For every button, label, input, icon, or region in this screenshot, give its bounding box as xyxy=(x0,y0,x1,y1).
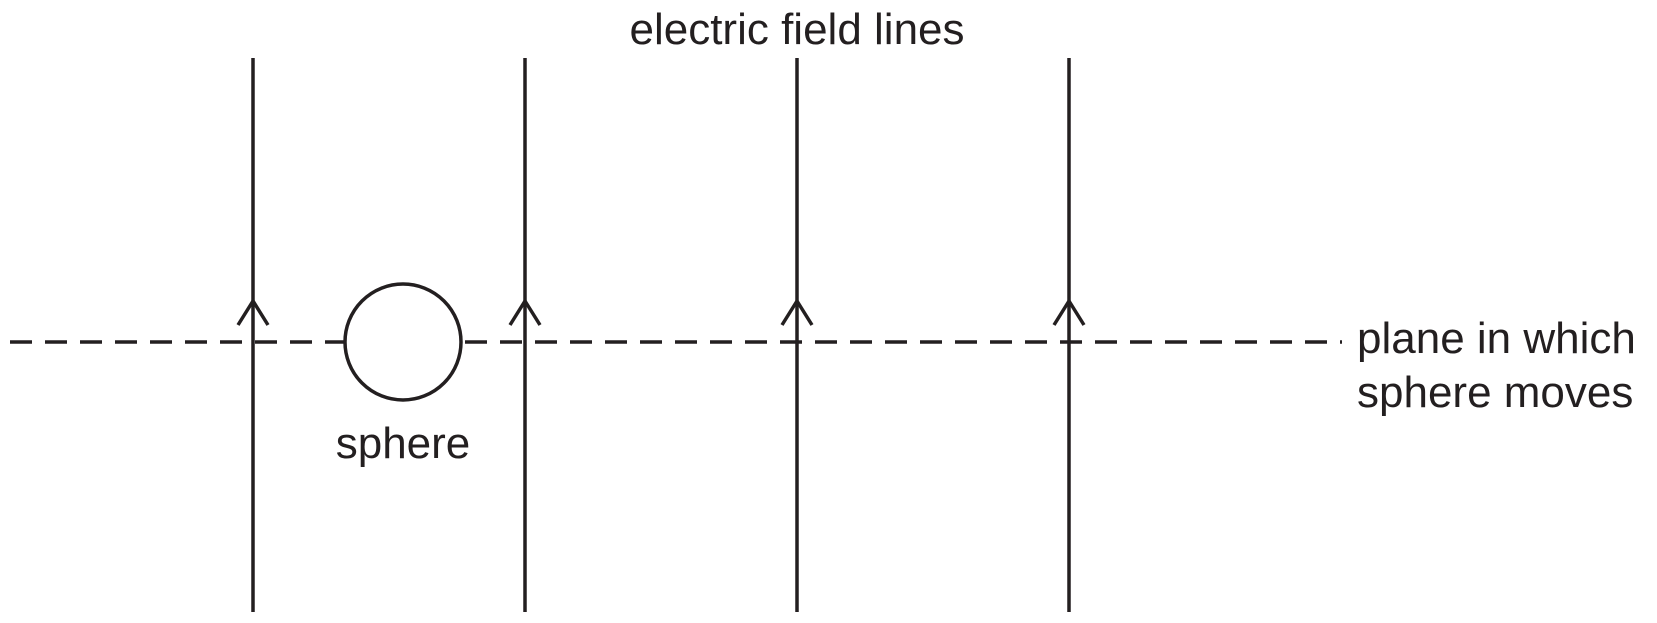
field-arrow-4 xyxy=(1052,297,1086,326)
sphere-circle xyxy=(343,282,463,402)
plane-label-line2: sphere moves xyxy=(1357,368,1633,417)
field-arrow-2 xyxy=(508,297,542,326)
field-arrow-3 xyxy=(780,297,814,326)
plane-label-line1: plane in which xyxy=(1357,314,1636,363)
field-arrow-1 xyxy=(236,297,270,326)
field-lines-label: electric field lines xyxy=(629,5,964,54)
sphere-label: sphere xyxy=(336,419,471,468)
